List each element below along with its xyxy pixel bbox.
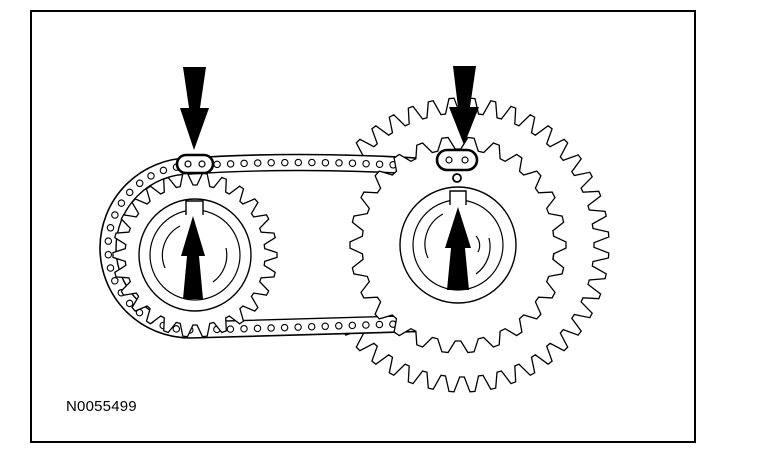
- left-timing-notch: [185, 200, 204, 215]
- chain-link-pin: [348, 159, 357, 167]
- chain-link-pin: [111, 277, 119, 285]
- chain-link-pin: [335, 159, 343, 167]
- chain-link-pin: [226, 160, 235, 168]
- chain-link-pin: [253, 324, 262, 333]
- chain-link-pin: [240, 324, 248, 333]
- chain-link-pin: [125, 188, 134, 197]
- chain-link-pin: [106, 224, 115, 232]
- chain-link-pin: [267, 158, 275, 167]
- marked-link-right: [435, 148, 479, 172]
- right-sprocket-bore-arc2: [475, 237, 491, 275]
- chain-link-pin: [135, 179, 144, 188]
- chain-link-pin: [308, 158, 316, 167]
- left-sprocket-bore-arc2: [212, 247, 228, 283]
- chain-link-pin: [294, 323, 302, 331]
- chain-link-pin: [362, 321, 370, 329]
- chain-link-pin: [159, 166, 168, 175]
- chain-link-pin: [147, 172, 155, 180]
- chain-link-pin: [104, 237, 113, 245]
- chain-link-pin: [375, 160, 384, 168]
- chain-link-pin: [240, 159, 248, 168]
- marked-link-right-pin-2: [461, 156, 469, 164]
- chain-link-pin: [348, 321, 357, 330]
- right-timing-dot: [452, 173, 462, 183]
- chain-link-pin: [335, 322, 343, 330]
- marked-link-left-pin-1: [184, 160, 192, 168]
- chain-link-pin: [362, 159, 370, 168]
- left-sprocket-bore-arc: [161, 225, 181, 269]
- chain-link-pin: [253, 159, 262, 167]
- chain-link-pin: [172, 325, 181, 333]
- chain-link-pin: [321, 322, 329, 331]
- right-timing-notch: [449, 190, 467, 205]
- left-sprocket-mark-arrow: [181, 216, 205, 299]
- right-sprocket-bore-arc: [424, 213, 444, 259]
- figure-reference-number: N0055499: [66, 398, 137, 415]
- marked-link-left-pin-2: [198, 160, 206, 168]
- chain-link-pin: [213, 160, 221, 169]
- right-sprocket-mark-arrow: [445, 207, 471, 290]
- chain-link-pin: [280, 323, 289, 332]
- chain-link-pin: [104, 250, 113, 259]
- left-chain-mark-arrow: [180, 67, 209, 150]
- chain-link-pin: [106, 264, 115, 272]
- chain-link-pin: [294, 158, 303, 167]
- right-sprocket-bore-arc3: [475, 235, 481, 253]
- chain-link-pin: [226, 325, 235, 333]
- chain-link-pin: [321, 158, 330, 167]
- chain-link-pin: [111, 211, 119, 219]
- chain-link-pin: [125, 299, 134, 308]
- chain-link-pin: [307, 322, 316, 331]
- right-chain-mark-arrow: [449, 66, 479, 145]
- figure-border: [30, 10, 696, 443]
- chain-link-pin: [267, 324, 275, 332]
- chain-link-pin: [117, 199, 126, 207]
- chain-link-pin: [375, 320, 384, 329]
- marked-link-left: [175, 153, 215, 175]
- chain-link-pin: [281, 158, 289, 167]
- marked-link-right-pin-1: [445, 156, 453, 164]
